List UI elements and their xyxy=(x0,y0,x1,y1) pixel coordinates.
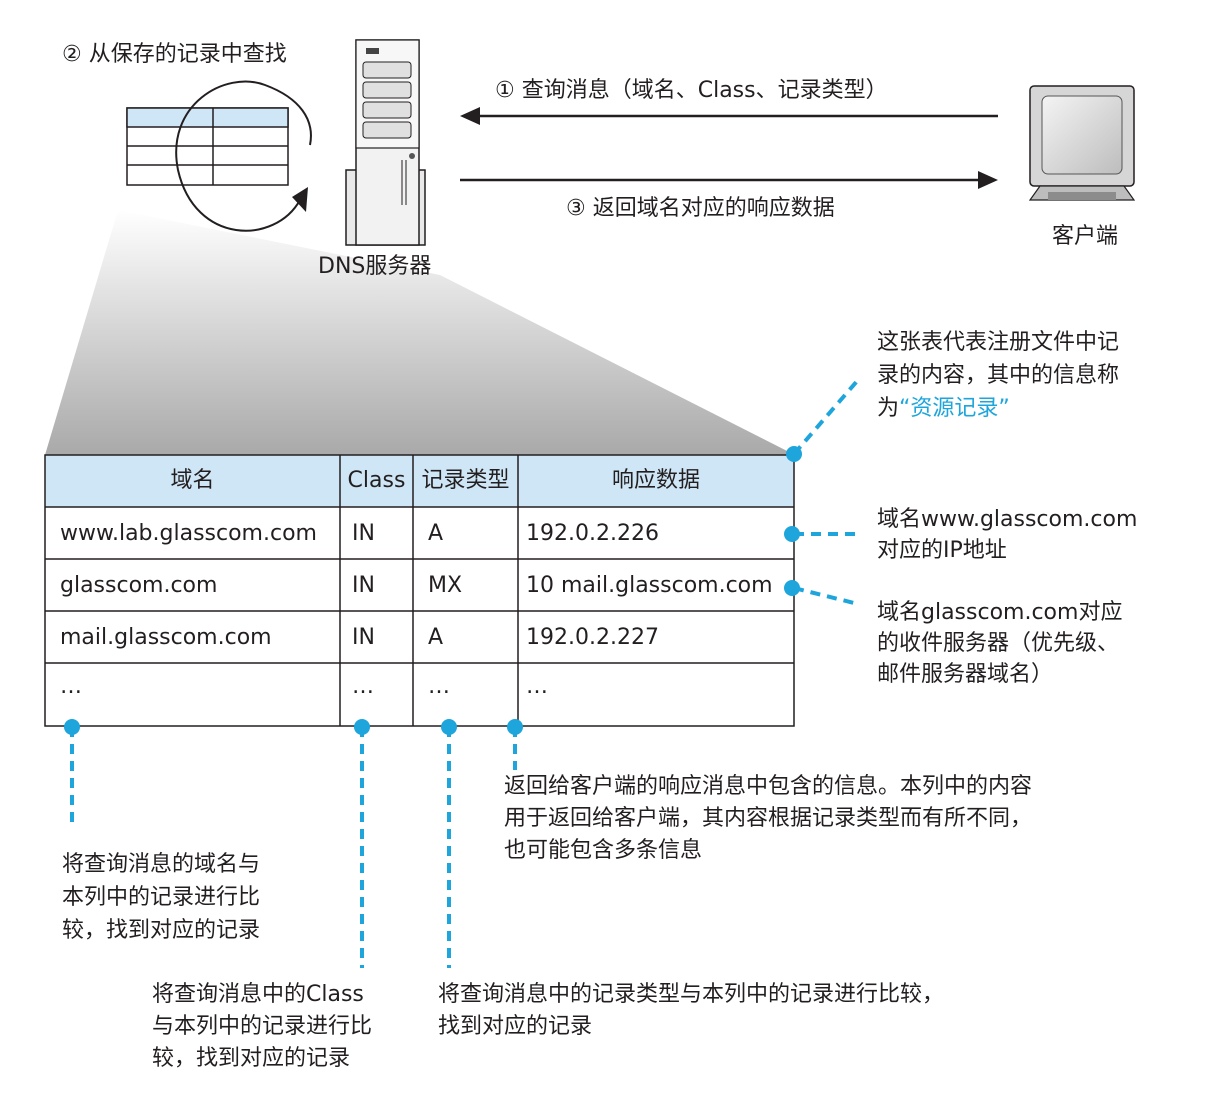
resource-record-highlight: “资源记录” xyxy=(899,396,1010,421)
table-row-4-domain: … xyxy=(60,674,82,699)
query-arrow xyxy=(460,107,998,125)
response-arrow xyxy=(460,171,998,189)
step1-label: ① 查询消息（域名、Class、记录类型） xyxy=(495,78,888,103)
client-label: 客户端 xyxy=(1052,224,1119,249)
client-monitor-icon xyxy=(1028,85,1136,201)
table-note-line1: 这张表代表注册文件中记 xyxy=(877,330,1120,355)
table-row-1-domain: www.lab.glasscom.com xyxy=(60,521,317,546)
server-icon xyxy=(345,39,426,246)
table-note-prefix: 为 xyxy=(877,396,900,421)
table-row-3-domain: mail.glasscom.com xyxy=(60,625,272,650)
table-row-1-data: 192.0.2.226 xyxy=(526,521,659,546)
type-note-line2: 找到对应的记录 xyxy=(438,1014,593,1039)
domain-note-line1: 将查询消息的域名与 xyxy=(62,852,261,877)
domain-note-line3: 较，找到对应的记录 xyxy=(62,918,261,943)
table-row-3-class: IN xyxy=(352,625,375,650)
table-note-line3: 为“资源记录” xyxy=(877,394,1010,423)
zoom-fan xyxy=(45,210,795,455)
table-row-2-class: IN xyxy=(352,573,375,598)
domain-note-line2: 本列中的记录进行比 xyxy=(62,885,261,910)
mini-table-icon xyxy=(126,107,289,186)
row1-note-line1: 域名www.glasscom.com xyxy=(877,507,1138,532)
class-note-line3: 较，找到对应的记录 xyxy=(152,1046,351,1071)
table-row-4-type: … xyxy=(428,674,450,699)
table-row-1-class: IN xyxy=(352,521,375,546)
row2-note-line3: 邮件服务器域名） xyxy=(877,662,1054,687)
header-class: Class xyxy=(347,468,406,493)
table-row-2-data: 10 mail.glasscom.com xyxy=(526,573,773,598)
search-loop-arrow-icon xyxy=(175,80,312,232)
step2-label: ② 从保存的记录中查找 xyxy=(62,42,287,67)
table-row-3-type: A xyxy=(428,625,444,650)
table-row-2-type: MX xyxy=(428,573,463,598)
row2-note-line2: 的收件服务器（优先级、 xyxy=(877,631,1120,656)
step3-label: ③ 返回域名对应的响应数据 xyxy=(566,196,835,221)
response-note-line3: 也可能包含多条信息 xyxy=(504,838,703,863)
records-table-frame xyxy=(44,454,795,727)
response-note-line1: 返回给客户端的响应消息中包含的信息。本列中的内容 xyxy=(504,774,1033,799)
type-note-line1: 将查询消息中的记录类型与本列中的记录进行比较， xyxy=(438,982,945,1007)
class-note-line1: 将查询消息中的Class xyxy=(152,982,364,1007)
table-row-4-data: … xyxy=(526,674,548,699)
server-label: DNS服务器 xyxy=(318,254,432,279)
table-note-line2: 录的内容，其中的信息称 xyxy=(877,363,1120,388)
callout-dots xyxy=(64,446,802,735)
table-row-3-data: 192.0.2.227 xyxy=(526,625,659,650)
table-row-4-class: … xyxy=(352,674,374,699)
response-note-line2: 用于返回给客户端，其内容根据记录类型而有所不同， xyxy=(504,806,1033,831)
header-domain: 域名 xyxy=(170,468,215,493)
table-row-2-domain: glasscom.com xyxy=(60,573,218,598)
header-record-type: 记录类型 xyxy=(421,468,510,493)
row2-note-line1: 域名glasscom.com对应 xyxy=(877,600,1123,625)
class-note-line2: 与本列中的记录进行比 xyxy=(152,1014,373,1039)
table-row-1-type: A xyxy=(428,521,444,546)
row1-note-line2: 对应的IP地址 xyxy=(877,538,1007,563)
header-response-data: 响应数据 xyxy=(611,468,700,493)
